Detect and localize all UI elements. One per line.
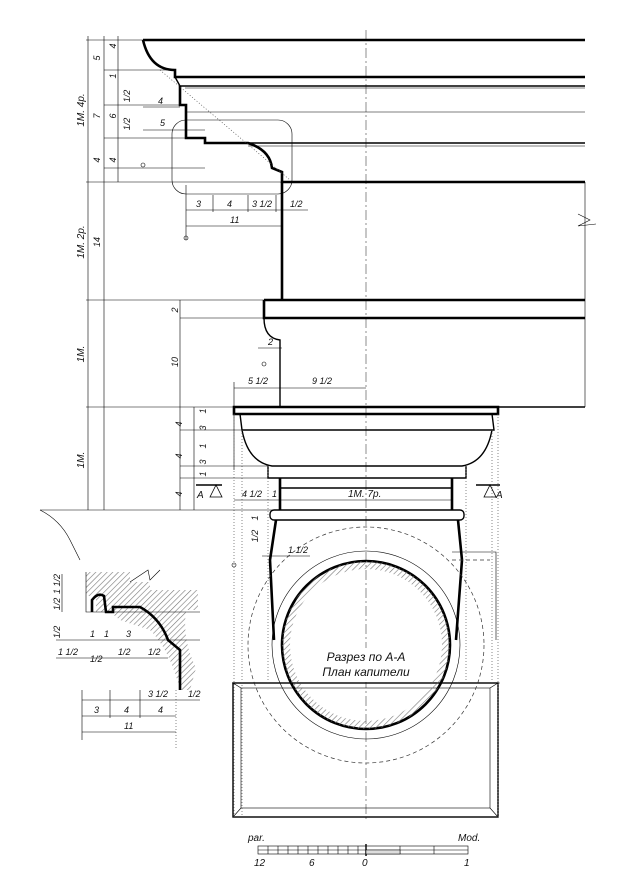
scale-left-label: par. [247, 833, 265, 844]
scale-tick-1: 1 [464, 858, 470, 869]
dim-frieze-14: 14 [92, 237, 102, 247]
section-marker-right: А [476, 484, 503, 501]
scale-right-label: Mod. [458, 833, 480, 844]
dim-detail-half-e: 1/2 [148, 647, 161, 657]
dim-detail-bottom-3: 3 [94, 705, 99, 715]
section-marker-left-label: А [196, 490, 204, 501]
label-capital-height: 1М. [76, 452, 87, 469]
dim-detail-1b: 1 [104, 629, 109, 639]
detail-callout [171, 119, 293, 195]
dim-capital-v-4a: 4 [174, 421, 184, 426]
dim-cornice-bottom-half: 1/2 [290, 199, 303, 209]
dim-detail-1-half-a: 1 1/2 [52, 574, 62, 594]
dim-detail-1-half-b: 1 1/2 [58, 647, 78, 657]
dim-cornice-bottom-3-half: 3 1/2 [252, 199, 272, 209]
dim-cornice-half-a: 1/2 [122, 90, 132, 103]
section-marker-left: А [196, 484, 223, 501]
dim-detail-half-a: 1/2 [52, 598, 62, 611]
dim-detail-bottom-11: 11 [124, 721, 133, 731]
scale-tick-0: 0 [362, 858, 368, 869]
plan-title: План капители [322, 665, 410, 679]
dim-neck-diameter: 1М. 7р. [348, 489, 381, 500]
scale-tick-12: 12 [254, 858, 266, 869]
dim-capital-v-1a: 1 [198, 408, 208, 413]
dim-cornice-7: 7 [92, 113, 102, 119]
dim-neck-1: 1 [272, 489, 277, 499]
dim-detail-half-b: 1/2 [52, 626, 62, 639]
dim-cornice-h-4: 4 [158, 96, 163, 106]
label-cornice-height: 1М. 4р. [76, 93, 87, 126]
architrave [262, 298, 586, 408]
dim-cornice-1: 1 [108, 73, 118, 78]
dim-cornice-4b: 4 [92, 157, 102, 162]
dim-detail-bottom-half: 1/2 [188, 689, 201, 699]
section-marker-right-label: А [495, 490, 503, 501]
scale-bar: par. Mod. 12 6 0 1 [247, 833, 480, 869]
dim-detail-bottom-3-half: 3 1/2 [148, 689, 168, 699]
dim-architrave-h-2: 2 [267, 337, 273, 347]
dim-neck-4-half: 4 1/2 [242, 489, 262, 499]
frieze [280, 182, 597, 300]
dim-astragal-1: 1 [250, 515, 260, 520]
dim-detail-half-c: 1/2 [90, 654, 103, 664]
dim-cornice-4: 4 [108, 43, 118, 48]
dim-capital-v-4c: 4 [174, 491, 184, 496]
cornice [141, 38, 585, 195]
dim-capital-v-3b: 3 [198, 459, 208, 464]
dim-capital-v-4b: 4 [174, 453, 184, 458]
dim-astragal-1-half: 1 1/2 [288, 545, 308, 555]
vertical-dimension-chain [40, 36, 282, 568]
dim-capital-v-3a: 3 [198, 425, 208, 430]
section-title: Разрез по А-А [327, 650, 406, 664]
scale-tick-6: 6 [309, 858, 315, 869]
cornice-detail: 1 1/2 1/2 1/2 1 1 3 1 1/2 1/2 1/2 1/2 3 … [39, 509, 201, 750]
dim-architrave-2: 2 [170, 307, 180, 313]
dim-capital-v-1b: 1 [198, 443, 208, 448]
dim-capital-5-half: 5 1/2 [248, 376, 268, 386]
projection-lines [233, 414, 499, 817]
dim-cornice-bottom-3: 3 [196, 199, 201, 209]
dim-cornice-6: 6 [108, 113, 118, 118]
label-frieze-height: 1М. 2р. [76, 225, 87, 258]
dim-cornice-half-b: 1/2 [122, 118, 132, 131]
dim-cornice-5: 5 [92, 55, 102, 61]
dim-cornice-4c: 4 [108, 157, 118, 162]
dim-capital-9-half: 9 1/2 [312, 376, 332, 386]
dim-detail-bottom-4a: 4 [124, 705, 129, 715]
dim-capital-v-1c: 1 [198, 471, 208, 476]
dim-detail-1a: 1 [90, 629, 95, 639]
dim-detail-3: 3 [126, 629, 131, 639]
dim-cornice-h-5: 5 [160, 118, 166, 128]
dim-astragal-half: 1/2 [250, 530, 260, 543]
dim-cornice-bottom-11: 11 [230, 215, 239, 225]
dim-architrave-10: 10 [170, 357, 180, 367]
dim-detail-bottom-4b: 4 [158, 705, 163, 715]
label-architrave-height: 1М. [76, 346, 87, 363]
dim-detail-half-d: 1/2 [118, 647, 131, 657]
dim-cornice-bottom-4: 4 [227, 199, 232, 209]
